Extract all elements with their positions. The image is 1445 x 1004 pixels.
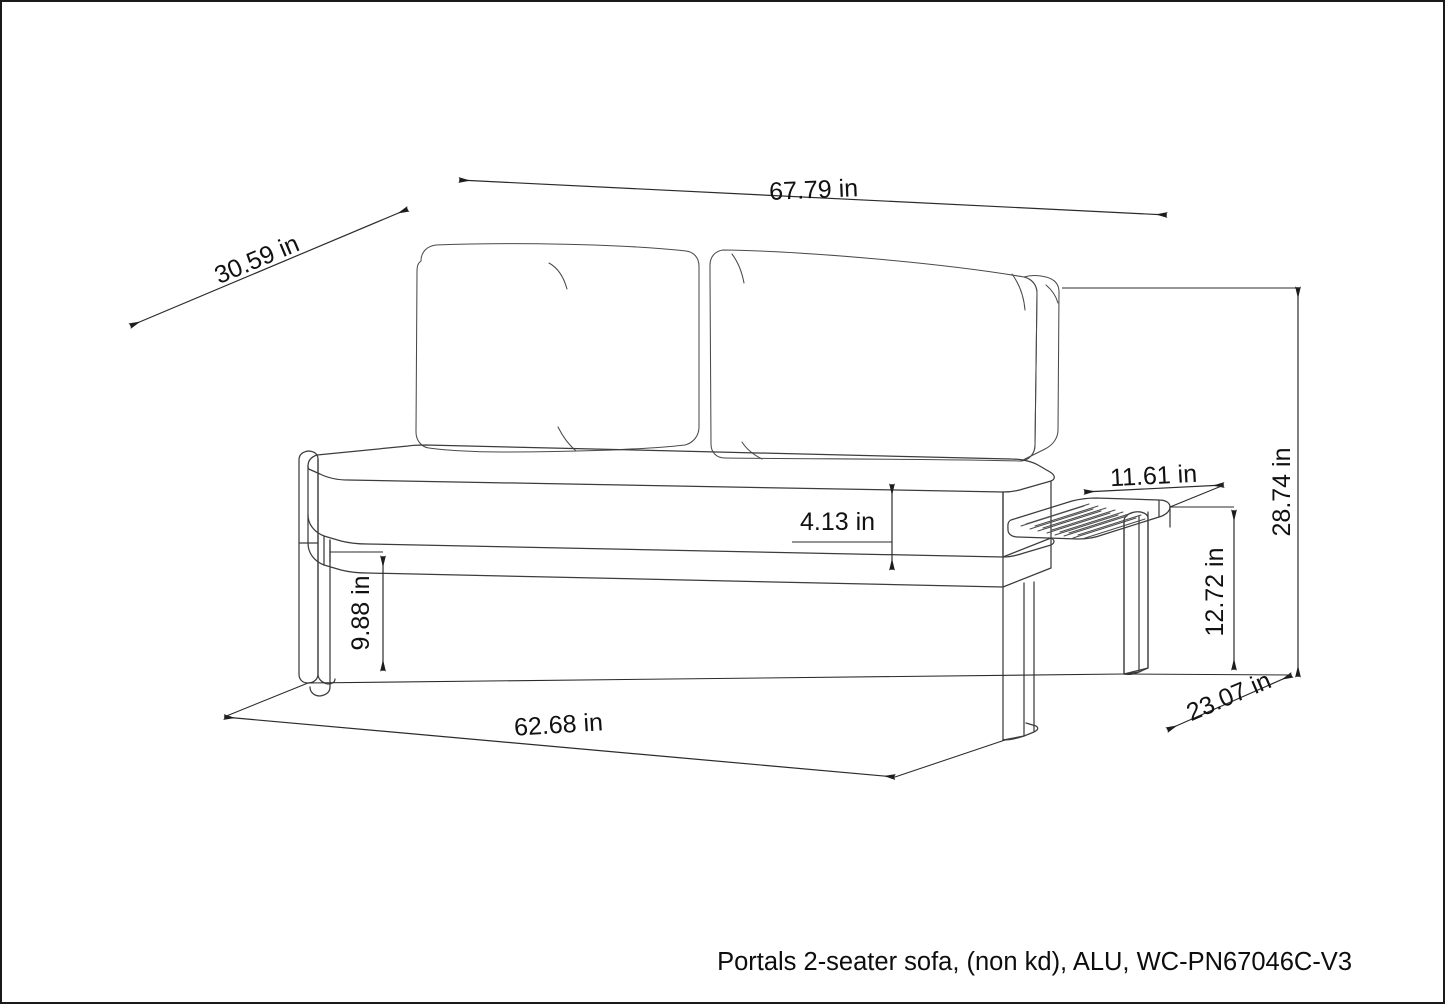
side-table bbox=[1007, 497, 1171, 540]
seat-cushion bbox=[307, 444, 1055, 558]
dim-label-side-table-depth: 23.07 in bbox=[1182, 666, 1275, 727]
dim-seat-cushion-height: 4.13 in bbox=[792, 483, 895, 571]
drawing-caption: Portals 2-seater sofa, (non kd), ALU, WC… bbox=[717, 948, 1352, 976]
dim-frame-width: 62.68 in bbox=[223, 673, 1125, 780]
leg-rear-right bbox=[1123, 511, 1149, 676]
leg-front-left bbox=[298, 450, 336, 697]
back-cushion-right bbox=[709, 249, 1060, 462]
dim-overall-height: 28.74 in bbox=[1062, 286, 1301, 678]
dim-label-seat-cushion-height: 4.13 in bbox=[800, 508, 875, 536]
seat-frame bbox=[307, 514, 1052, 588]
dim-label-side-table-height: 12.72 in bbox=[1201, 548, 1229, 637]
side-table-leg bbox=[1123, 511, 1149, 675]
dim-label-seat-frame-height: 9.88 in bbox=[347, 575, 375, 650]
dim-label-overall-width: 67.79 in bbox=[769, 174, 859, 206]
leg-front-right bbox=[1002, 581, 1039, 741]
dim-overall-depth: 30.59 in bbox=[128, 206, 410, 329]
dim-label-frame-width: 62.68 in bbox=[513, 708, 604, 742]
dim-overall-width: 67.79 in bbox=[458, 174, 1168, 218]
dim-side-table-depth: 23.07 in bbox=[1123, 666, 1294, 733]
back-cushion-left bbox=[415, 243, 700, 453]
dim-side-table-height: 12.72 in bbox=[1170, 506, 1237, 671]
dim-label-overall-depth: 30.59 in bbox=[210, 229, 303, 289]
dim-seat-frame-height: 9.88 in bbox=[330, 551, 386, 672]
dim-label-side-table-width: 11.61 in bbox=[1109, 460, 1197, 493]
dim-side-table-width: 11.61 in bbox=[1083, 460, 1225, 508]
dim-label-overall-height: 28.74 in bbox=[1268, 448, 1296, 537]
